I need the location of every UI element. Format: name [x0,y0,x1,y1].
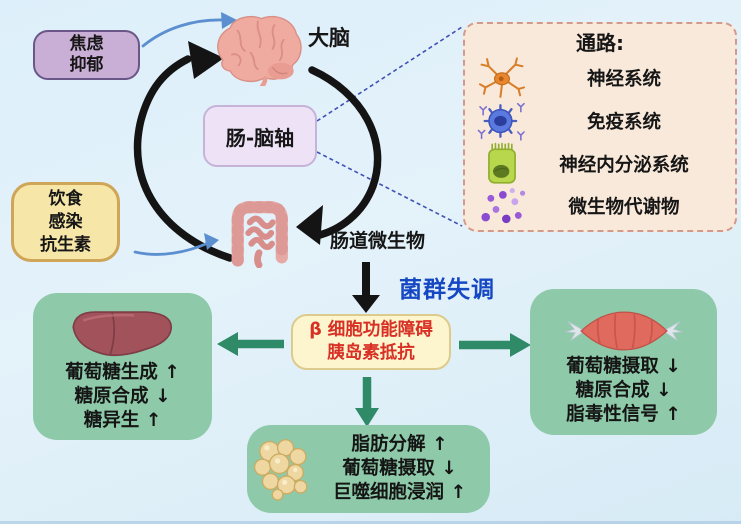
liver-effects-box: 葡萄糖生成 ↑ 糖原合成 ↓ 糖异生 ↑ [33,293,212,440]
gut-icon [231,201,288,268]
insulin-resistance-line: 胰岛素抵抗 [327,343,415,363]
muscle-line-1: 葡萄糖摄取 ↓ [566,356,681,377]
cycle-arc-right [308,66,382,240]
pathway-row-nervous-system: 神经系统 [471,56,729,99]
pathways-panel: 通路: 神经系统 [463,22,737,232]
pathway-row-immune-system: 免疫系统 [471,99,729,142]
adipose-tissue-icon [253,439,308,501]
immune-system-label: 免疫系统 [586,111,661,133]
gut-microbiota-label: 肠道微生物 [330,230,426,252]
gut-to-center-arrowhead [352,295,380,313]
adipose-line-1: 脂肪分解 ↑ [351,434,448,455]
adipose-text-block: 脂肪分解 ↑ 葡萄糖摄取 ↓ 巨噬细胞浸润 ↑ [313,433,486,505]
depression-line: 抑郁 [69,55,104,75]
beta-cell-dysfunction-box: β 细胞功能障碍 胰岛素抵抗 [291,314,451,370]
pathway-row-microbial-metabolites: 微生物代谢物 [471,185,729,226]
brain-label: 大脑 [308,26,350,50]
muscle-line-3: 脂毒性信号 ↑ [566,404,681,425]
dysbiosis-label: 菌群失调 [399,277,495,303]
nervous-system-label: 神经系统 [586,68,661,90]
pathways-panel-title: 通路: [576,31,624,55]
liver-line-2: 糖原合成 ↓ [74,385,171,407]
immune-cell-icon [471,99,533,143]
bottom-edge-line [0,521,741,524]
neuron-icon [471,56,533,100]
diet-arrowhead [204,233,219,250]
neuroendocrine-system-label: 神经内分泌系统 [559,154,689,176]
endocrine-cell-icon [471,141,533,187]
liver-line-3: 糖异生 ↑ [83,409,162,431]
anxiety-depression-box: 焦虑 抑郁 [33,30,140,80]
beta-cell-line: β 细胞功能障碍 [309,320,433,340]
diet-to-gut-arrow [133,241,210,256]
adipose-line-3: 巨噬细胞浸润 ↑ [333,482,466,503]
gut-brain-axis-label: 肠-脑轴 [225,125,295,150]
anxiety-line: 焦虑 [69,34,104,54]
diet-line: 饮食 [48,188,83,209]
muscle-arrowhead [510,333,531,357]
diet-infection-antibiotics-box: 饮食 感染 抗生素 [11,182,120,262]
adipose-effects-box: 脂肪分解 ↑ 葡萄糖摄取 ↓ 巨噬细胞浸润 ↑ [247,425,490,513]
liver-arrowhead [217,332,238,356]
antibiotics-line: 抗生素 [40,234,91,255]
adipose-line-2: 葡萄糖摄取 ↓ [342,458,457,479]
microbial-metabolites-icon [471,186,533,226]
callout-line-bottom [316,151,463,227]
infection-line: 感染 [48,211,83,232]
cycle-arrowhead-to-gut [296,205,323,245]
microbial-metabolites-label: 微生物代谢物 [568,196,680,218]
brain-icon [217,15,302,86]
liver-icon [71,310,172,356]
muscle-icon [565,311,682,351]
gut-brain-axis-box: 肠-脑轴 [203,105,317,167]
liver-line-1: 葡萄糖生成 ↑ [65,361,180,383]
muscle-line-2: 糖原合成 ↓ [575,380,672,401]
pathway-row-neuroendocrine-system: 神经内分泌系统 [471,142,729,185]
muscle-effects-box: 葡萄糖摄取 ↓ 糖原合成 ↓ 脂毒性信号 ↑ [530,289,717,435]
